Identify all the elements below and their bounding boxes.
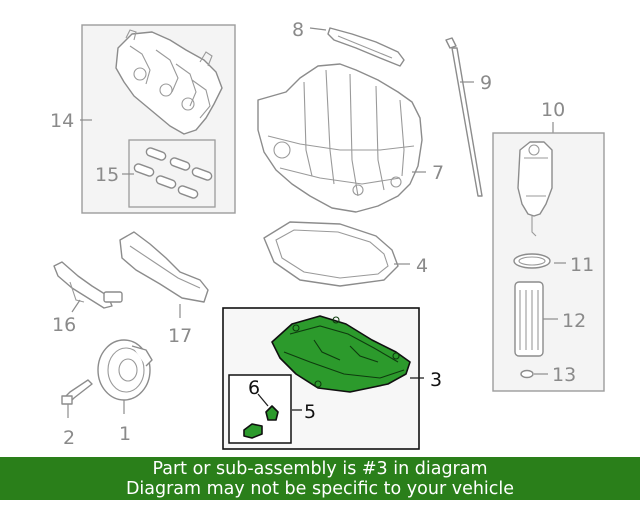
callout-1: 1	[119, 423, 131, 445]
callout-14: 14	[50, 110, 74, 132]
intake-manifold[interactable]	[115, 29, 223, 135]
callout-16: 16	[52, 314, 76, 336]
callout-10: 10	[541, 99, 565, 121]
engine-block-part-7[interactable]	[257, 63, 423, 213]
callout-4: 4	[416, 255, 428, 277]
notice-line-part: Part or sub-assembly is #3 in diagram	[152, 459, 488, 479]
crankshaft-pulley-part-1[interactable]	[97, 339, 153, 401]
callout-2: 2	[63, 427, 75, 449]
callout-9: 9	[480, 72, 492, 94]
callout-15: 15	[95, 164, 119, 186]
callout-8: 8	[292, 19, 304, 41]
oil-filter-element-part-12[interactable]	[514, 281, 544, 357]
oil-pan-part-3[interactable]	[271, 315, 411, 393]
diagram-notice-banner: Part or sub-assembly is #3 in diagram Di…	[0, 457, 640, 500]
sensor-part-16[interactable]	[53, 261, 123, 309]
drain-plug-seal-part-5[interactable]	[243, 423, 263, 439]
oil-filter-housing[interactable]	[517, 141, 553, 237]
oil-pan-gasket-part-4[interactable]	[263, 221, 399, 287]
bracket-part-8[interactable]	[327, 27, 405, 67]
dipstick-part-9[interactable]	[445, 37, 483, 197]
o-ring-part-13[interactable]	[520, 369, 534, 379]
callout-6: 6	[248, 377, 260, 399]
drain-plug-part-6[interactable]	[265, 405, 279, 421]
callout-17: 17	[168, 325, 192, 347]
callout-5: 5	[304, 401, 316, 423]
callout-3: 3	[430, 369, 442, 391]
shield-part-17[interactable]	[119, 231, 209, 303]
callout-13: 13	[552, 364, 576, 386]
callout-7: 7	[432, 162, 444, 184]
notice-line-disclaimer: Diagram may not be specific to your vehi…	[125, 479, 515, 499]
oil-filter-seal-part-11[interactable]	[513, 253, 551, 269]
callout-12: 12	[562, 310, 586, 332]
bolt-part-2[interactable]	[61, 379, 93, 405]
exploded-parts-diagram: 14 15 8 7 9 10	[50, 19, 605, 450]
callout-11: 11	[570, 254, 594, 276]
intake-gaskets[interactable]	[133, 147, 213, 199]
